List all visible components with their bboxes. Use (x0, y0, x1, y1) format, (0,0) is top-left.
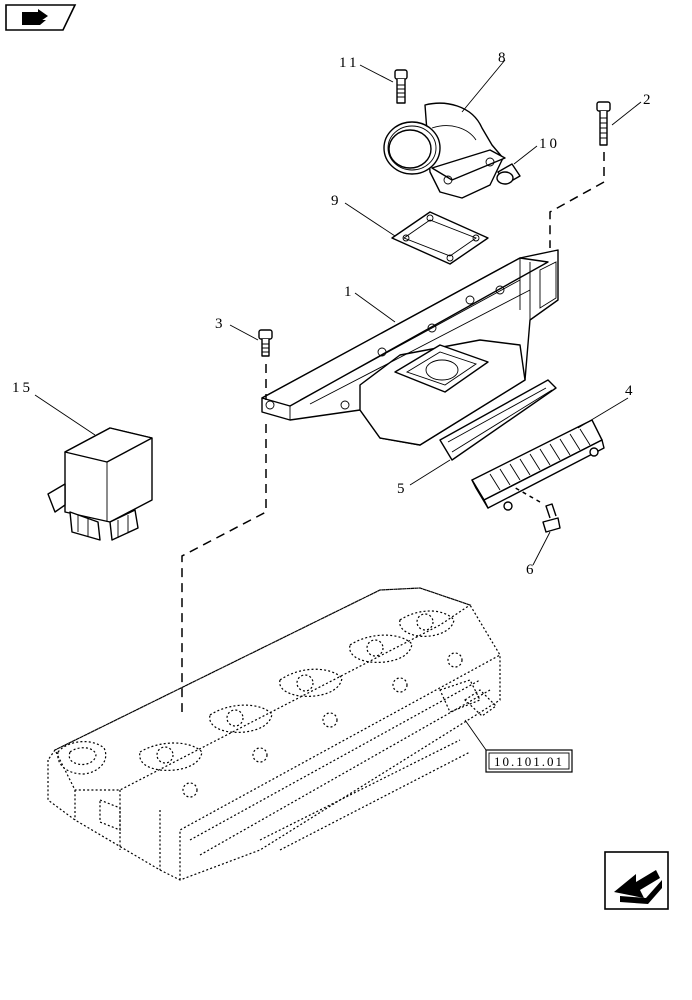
leader-2 (611, 101, 642, 126)
bolt-part-11 (394, 69, 408, 104)
callout-9: 9 (331, 193, 342, 209)
leader-9 (344, 202, 396, 237)
leader-1 (354, 292, 396, 323)
cylinder-head-reference (47, 587, 501, 881)
leader-10 (513, 145, 538, 165)
leader-6 (532, 531, 551, 566)
grid-heater-part-4 (471, 419, 605, 511)
callout-2: 2 (643, 92, 654, 108)
callout-10: 10 (539, 136, 560, 152)
bolt-part-3 (258, 329, 273, 357)
callout-11: 11 (339, 55, 359, 71)
callout-5: 5 (397, 481, 408, 497)
leader-11 (359, 64, 394, 83)
callout-3: 3 (215, 316, 226, 332)
guide-line-3b (181, 424, 267, 712)
guide-line-6 (511, 485, 541, 503)
bolt-part-6 (542, 503, 561, 533)
bolt-part-2 (596, 101, 611, 146)
reference-label-box[interactable] (485, 749, 573, 773)
callout-4: 4 (625, 383, 636, 399)
guide-line-2 (549, 152, 605, 248)
callout-1: 1 (344, 284, 355, 300)
leader-5 (409, 459, 451, 486)
relay-part-15 (47, 427, 153, 541)
callout-15: 15 (12, 380, 33, 396)
book-arrow-icon[interactable] (5, 4, 77, 31)
intake-manifold-part-1 (261, 249, 559, 446)
reference-label: 10.101.01 (494, 754, 564, 769)
gasket-part-9 (391, 211, 489, 265)
leader-reference (464, 719, 487, 751)
callout-6: 6 (526, 562, 537, 578)
elbow-outlet-part-8 (383, 102, 506, 199)
leader-8 (461, 59, 506, 113)
callout-8: 8 (498, 50, 509, 66)
gasket-part-5 (439, 379, 557, 461)
leader-3 (229, 324, 259, 341)
leader-4 (577, 397, 629, 429)
previous-page-arrow-icon[interactable] (604, 851, 669, 910)
leader-15 (34, 394, 96, 436)
plug-part-10 (496, 163, 521, 185)
